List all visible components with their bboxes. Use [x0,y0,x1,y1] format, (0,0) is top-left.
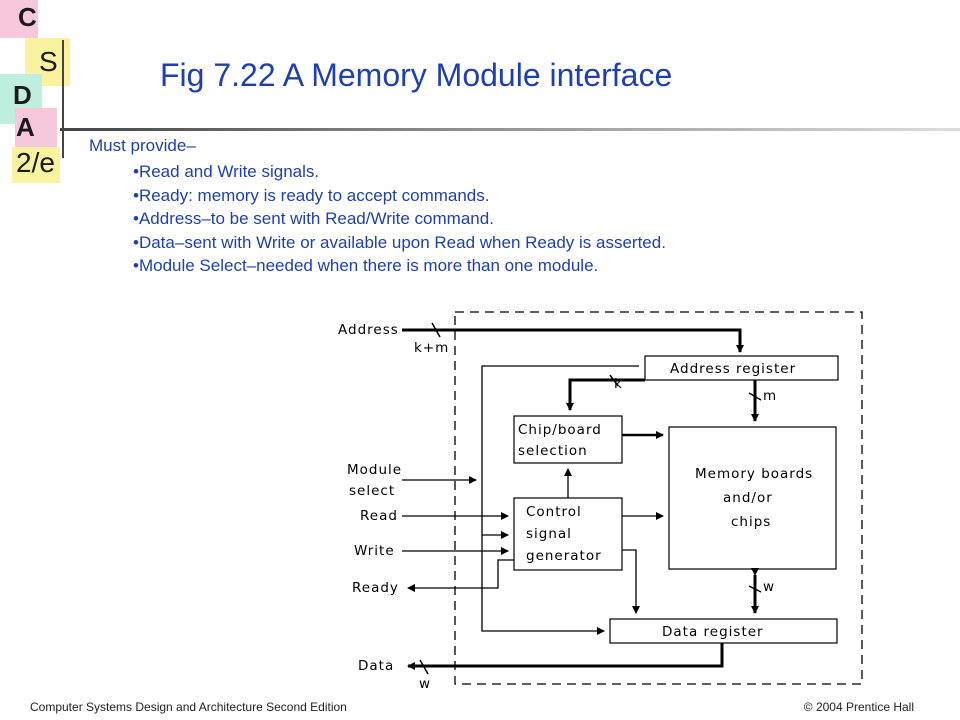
internal-line [481,365,639,635]
footer-copyright: © 2004 Prentice Hall [803,700,914,714]
ready-line [407,559,514,592]
data-bus [407,643,724,670]
k-plus-m-label: k+m [414,340,449,356]
bullet-item: •Data–sent with Write or available upon … [133,232,666,252]
module-select-label-2: select [349,483,395,499]
module-boundary [454,311,863,685]
data-register-box [609,618,838,644]
header-rule [60,128,960,131]
bus-slash [419,659,429,675]
memory-module-diagram: Address k+m k m w w Module select Read W… [338,311,863,692]
control-label-3: generator [526,548,602,564]
bullet-item: •Ready: memory is ready to accept comman… [133,185,490,205]
chip-select-label-1: Chip/board [518,422,602,438]
bus-slash [748,585,762,593]
logo-letter-a: A [16,112,35,142]
bus-slash [431,322,441,338]
logo-letter-d: D [13,80,32,110]
address-label: Address [338,322,399,338]
logo-edition: 2/e [16,147,55,178]
data-register-label: Data register [662,624,764,640]
bus-slash [748,392,762,401]
memory-label-2: and/or [723,490,773,506]
w-data-label: w [419,676,431,692]
bullet-item: •Read and Write signals. [133,162,320,181]
address-register-label: Address register [670,361,796,377]
m-label: m [763,388,777,404]
k-label: k [614,376,623,392]
write-label: Write [354,543,395,559]
k-bus [566,378,645,411]
memory-label-3: chips [731,514,771,530]
logo-block-pink [0,0,38,38]
module-select-label-1: Module [347,462,402,478]
intro-text: Must provide– [89,136,196,155]
logo-letter-s: S [39,46,58,77]
control-label-2: signal [526,526,572,542]
bus-slash [609,374,619,387]
logo-block-yellow-2 [12,147,60,183]
control-line [622,549,640,614]
w-memory-label: w [763,579,775,595]
bullet-item: •Address–to be sent with Read/Write comm… [133,209,494,228]
logo-vertical-rule [62,40,64,158]
control-generator-box [513,497,623,571]
chip-select-box [513,415,623,464]
memory-label-1: Memory boards [695,466,813,482]
slide-title: Fig 7.22 A Memory Module interface [160,57,673,93]
chip-select-label-2: selection [518,443,588,459]
address-bus [402,328,744,353]
footer-book-title: Computer Systems Design and Architecture… [30,700,347,714]
memory-box [668,426,837,570]
data-label: Data [358,658,394,674]
ready-label: Ready [352,580,399,596]
logo-block-pink-2 [15,108,57,153]
bullet-item: •Module Select–needed when there is more… [133,256,599,275]
bullet-list: •Read and Write signals. •Ready: memory … [133,160,666,278]
control-label-1: Control [526,504,582,520]
address-register-box [644,355,839,381]
read-label: Read [360,508,398,524]
logo-letter-c: C [18,2,37,32]
